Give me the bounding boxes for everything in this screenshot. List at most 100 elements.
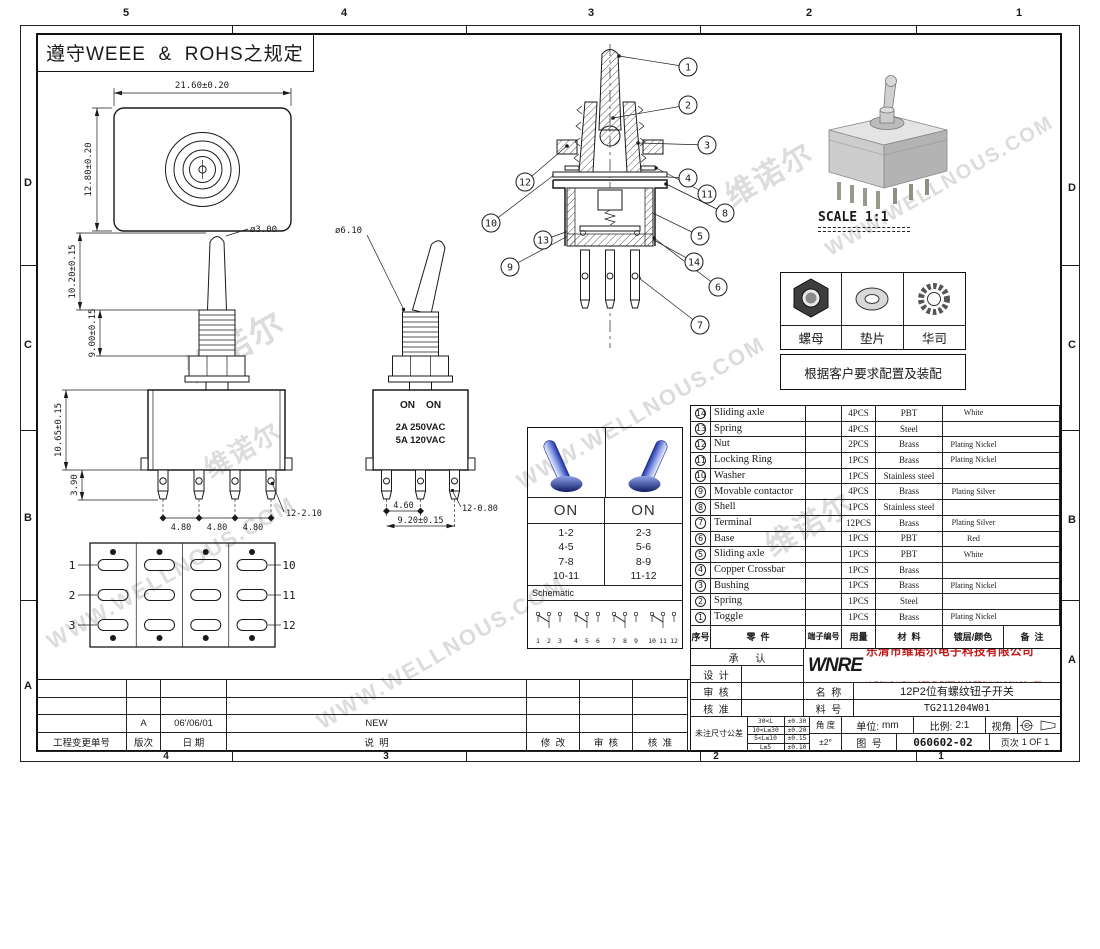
dim-front-holes: 12-2.10 [286, 509, 322, 519]
part-no-value: TG211204W01 [853, 699, 1060, 716]
callout-3: 3 [704, 141, 710, 152]
bom-cell-terminal [806, 562, 842, 579]
bom-cell-finish: Plating Silver [943, 484, 1004, 501]
schematic-pin: 2 [547, 637, 551, 645]
schematic-pole-1 [535, 611, 563, 628]
ratify-value [741, 699, 803, 716]
angle-value: ±2° [809, 733, 841, 750]
drawing-no-label: 图 号 [841, 733, 896, 750]
bom-cell-remark [1004, 562, 1060, 579]
rev-header-ecn: 工程变更单号 [37, 732, 127, 752]
bom-cell-no: 14 [691, 406, 711, 422]
rev-header-appr: 核 准 [633, 732, 688, 752]
bom-cell-material: Brass [876, 578, 943, 595]
schematic-pin: 7 [612, 637, 616, 645]
bom-cell-part: Washer [711, 468, 806, 485]
company-logo: WNRE [808, 654, 863, 676]
bom-cell-no: 11 [691, 453, 711, 469]
scale-note-underline [818, 227, 910, 232]
bom-cell-finish: White [943, 406, 1004, 422]
bom-cell-finish [943, 422, 1004, 438]
bom-cell-no: 9 [691, 484, 711, 501]
bom-cell-material: Brass [876, 609, 943, 626]
bottom-view: 1 2 3 10 11 12 [69, 542, 296, 648]
pair: 11-12 [630, 570, 657, 582]
bom-cell-qty: 4PCS [842, 406, 876, 422]
bom-cell-part: Toggle [711, 609, 806, 626]
bom-cell-no: 8 [691, 500, 711, 516]
view-angle-label: 视角 [985, 716, 1017, 733]
rev-empty [580, 697, 633, 715]
bom-cell-remark [1004, 547, 1060, 563]
rev-empty [227, 697, 527, 715]
bom-cell-qty: 12PCS [842, 515, 876, 532]
schematic-pin: 5 [585, 637, 589, 645]
design-label: 设 计 [691, 665, 741, 682]
callout-4: 4 [685, 174, 691, 185]
rev-header-date: 日 期 [161, 732, 227, 752]
zone-ref: D [24, 177, 32, 189]
rev-header-rev: 版次 [127, 732, 161, 752]
callout-10: 10 [485, 219, 497, 230]
bom-cell-terminal [806, 406, 842, 422]
bom-header-no: 序号 [691, 625, 711, 648]
pin-number-2: 2 [69, 589, 76, 602]
sheet-value: 1 OF 1 [1021, 737, 1050, 747]
bom-header-finish: 镀层/颜色 [943, 625, 1004, 648]
rev-entry-rev: A [127, 715, 161, 733]
company-logo-cell: WNRE 乐清市维诺尔电子科技有限公司 YUEQING WEINUOER ELE… [803, 649, 1060, 682]
bom-cell-material: Brass [876, 562, 943, 579]
bom-cell-remark [1004, 468, 1060, 485]
drawing-no-value: 060602-02 [896, 733, 989, 750]
bom-cell-remark [1004, 515, 1060, 532]
schematic-pin: 1 [536, 637, 540, 645]
tol-range: 5<L≤10 [748, 734, 784, 743]
dim-top-height: 12.80±0.20 [84, 142, 94, 196]
bom-cell-terminal [806, 484, 842, 501]
bom-header-material: 材 料 [876, 625, 943, 648]
zone-ref: A [24, 680, 32, 692]
bom-cell-finish: Red [943, 532, 1004, 548]
schematic-pin: 3 [558, 637, 562, 645]
bom-cell-remark [1004, 500, 1060, 516]
zone-ref: B [1068, 514, 1076, 526]
callout-8: 8 [722, 209, 728, 220]
rev-empty [527, 680, 580, 698]
bom-cell-remark [1004, 594, 1060, 610]
bom-cell-remark [1004, 437, 1060, 454]
marking-on-on: ON ON [400, 400, 441, 411]
product-name-label: 名 称 [803, 682, 853, 699]
washer-icon [842, 273, 904, 325]
rev-empty [37, 697, 127, 715]
pair: 1-2 [558, 526, 574, 539]
tolerance-title: 未注尺寸公差 [691, 716, 747, 750]
schematic-pin: 11 [659, 637, 667, 645]
scale-value: 2:1 [955, 719, 970, 731]
scale-note-text: SCALE 1:1 [818, 210, 889, 225]
rev-empty [227, 680, 527, 698]
bom-cell-finish [943, 500, 1004, 516]
dim-top-width: 21.60±0.20 [175, 81, 229, 91]
bom-cell-qty: 2PCS [842, 437, 876, 454]
bom-cell-part: Base [711, 531, 806, 548]
rev-entry-ecn [37, 715, 127, 733]
rev-empty [127, 680, 161, 698]
tol-value: ±0.20 [783, 725, 809, 734]
bom-cell-finish [943, 563, 1004, 579]
top-view: 21.60±0.20 12.80±0.20 [84, 81, 292, 232]
bom-cell-material: Steel [876, 421, 943, 438]
position-pairs-left: 1-2 4-5 7-8 10-11 [528, 524, 605, 586]
pin-number-1: 1 [69, 559, 76, 572]
zone-ref: C [1068, 339, 1076, 351]
zone-ref: A [1068, 654, 1076, 666]
bom-cell-no: 6 [691, 531, 711, 548]
sheet-label: 页次 [1000, 737, 1019, 748]
rev-entry-check [580, 715, 633, 733]
pair: 8-9 [635, 555, 652, 568]
pin-number-10: 10 [282, 559, 295, 572]
callout-13: 13 [537, 236, 549, 247]
pin-number-11: 11 [282, 589, 295, 602]
bom-cell-finish: Plating Nickel [943, 437, 1004, 454]
bom-cell-remark [1004, 421, 1060, 438]
